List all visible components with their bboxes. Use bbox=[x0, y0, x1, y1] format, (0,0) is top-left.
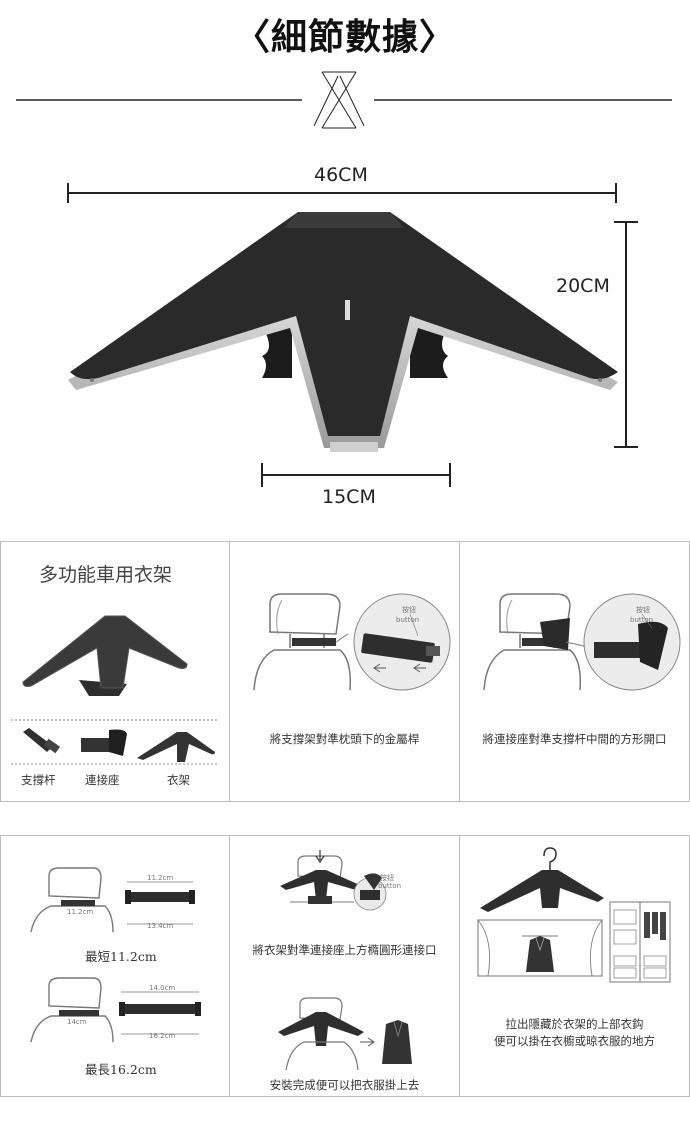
hanger-dimension-diagram bbox=[67, 183, 638, 487]
step2-caption: 將連接座對準支撐杆中間的方形開口 bbox=[482, 732, 667, 746]
part-label-connector: 連接座 bbox=[85, 773, 120, 787]
step5-panel: 拉出隱藏於衣架的上部衣鈎 便可以掛在衣櫥或晾衣服的地方 bbox=[459, 835, 690, 1097]
step1-illustration: 按钮 button bbox=[253, 593, 451, 691]
size-illustration: 11.2cm 11.2cm 13.4cm 14.0cm 14cm 16.2cm bbox=[30, 867, 201, 1043]
step3-caption: 將衣架對準連接座上方橢圓形連接口 bbox=[252, 943, 437, 957]
max-top-label: 14.0cm bbox=[149, 984, 175, 992]
step5-illustration bbox=[477, 847, 671, 983]
connector-icon bbox=[81, 729, 127, 756]
base-dimension-label: 15CM bbox=[322, 486, 376, 508]
arrow-left-icon bbox=[373, 663, 426, 673]
suit-icon bbox=[526, 936, 554, 972]
step1-caption: 將支撐架對準枕頭下的金屬桿 bbox=[269, 732, 420, 746]
arrow-down-icon bbox=[315, 850, 325, 864]
step1-callout-en: button bbox=[396, 616, 419, 624]
hook-icon bbox=[543, 847, 557, 870]
intro-panel: 多功能車用衣架 支撐杆 連接座 衣架 bbox=[0, 541, 230, 802]
part-label-hanger: 衣架 bbox=[167, 773, 190, 787]
max-length-label: 最長16.2cm bbox=[85, 1062, 157, 1077]
step3-callout-en: button bbox=[378, 882, 401, 890]
min-top-label: 11.2cm bbox=[147, 874, 173, 882]
step5-caption-line2: 便可以掛在衣櫥或晾衣服的地方 bbox=[494, 1034, 655, 1048]
max-head-label: 14cm bbox=[67, 1018, 87, 1026]
hourglass-ornament-icon bbox=[313, 71, 365, 129]
step5-caption-line1: 拉出隱藏於衣架的上部衣鈎 bbox=[505, 1017, 644, 1031]
step2-callout-en: button bbox=[630, 616, 653, 624]
step3-callout-cn: 按钮 bbox=[380, 873, 394, 882]
jacket-icon bbox=[382, 1020, 412, 1064]
step2-illustration: 按钮 button bbox=[483, 593, 681, 691]
closet-clothes-icon bbox=[644, 912, 666, 940]
step3-illustration: 按钮 button bbox=[278, 850, 412, 1071]
title-divider bbox=[16, 71, 672, 129]
part-label-support-rod: 支撐杆 bbox=[21, 773, 56, 787]
page-title: 〈細節數據〉 bbox=[233, 17, 456, 58]
step2-panel: 按钮 button 將連接座對準支撐杆中間的方形開口 bbox=[459, 541, 690, 802]
step4-caption: 安裝完成便可以把衣服掛上去 bbox=[269, 1078, 420, 1092]
step2-callout-cn: 按钮 bbox=[636, 605, 650, 614]
height-dimension-label: 20CM bbox=[556, 275, 610, 297]
support-rod-icon bbox=[23, 728, 61, 754]
hanger-parts-illustration bbox=[11, 615, 219, 765]
hanger-part-icon bbox=[137, 732, 215, 762]
intro-title: 多功能車用衣架 bbox=[39, 564, 173, 586]
step1-callout-cn: 按钮 bbox=[402, 605, 416, 614]
step3-panel: 按钮 button 將衣架對準連接座上方橢圓形連接口 安裝完成便可以把衣服掛上去 bbox=[229, 835, 460, 1097]
min-head-label: 11.2cm bbox=[67, 908, 93, 916]
step1-panel: 按钮 button 將支撐架對準枕頭下的金屬桿 bbox=[229, 541, 460, 802]
arrow-right-icon bbox=[360, 1037, 375, 1047]
min-length-label: 最短11.2cm bbox=[85, 949, 157, 964]
parts-legend: 支撐杆 連接座 衣架 bbox=[1, 770, 231, 790]
width-dimension-label: 46CM bbox=[314, 164, 368, 186]
max-bottom-label: 16.2cm bbox=[149, 1032, 175, 1040]
size-panel: 11.2cm 11.2cm 13.4cm 14.0cm 14cm 16.2cm … bbox=[0, 835, 230, 1097]
min-bottom-label: 13.4cm bbox=[147, 922, 173, 930]
